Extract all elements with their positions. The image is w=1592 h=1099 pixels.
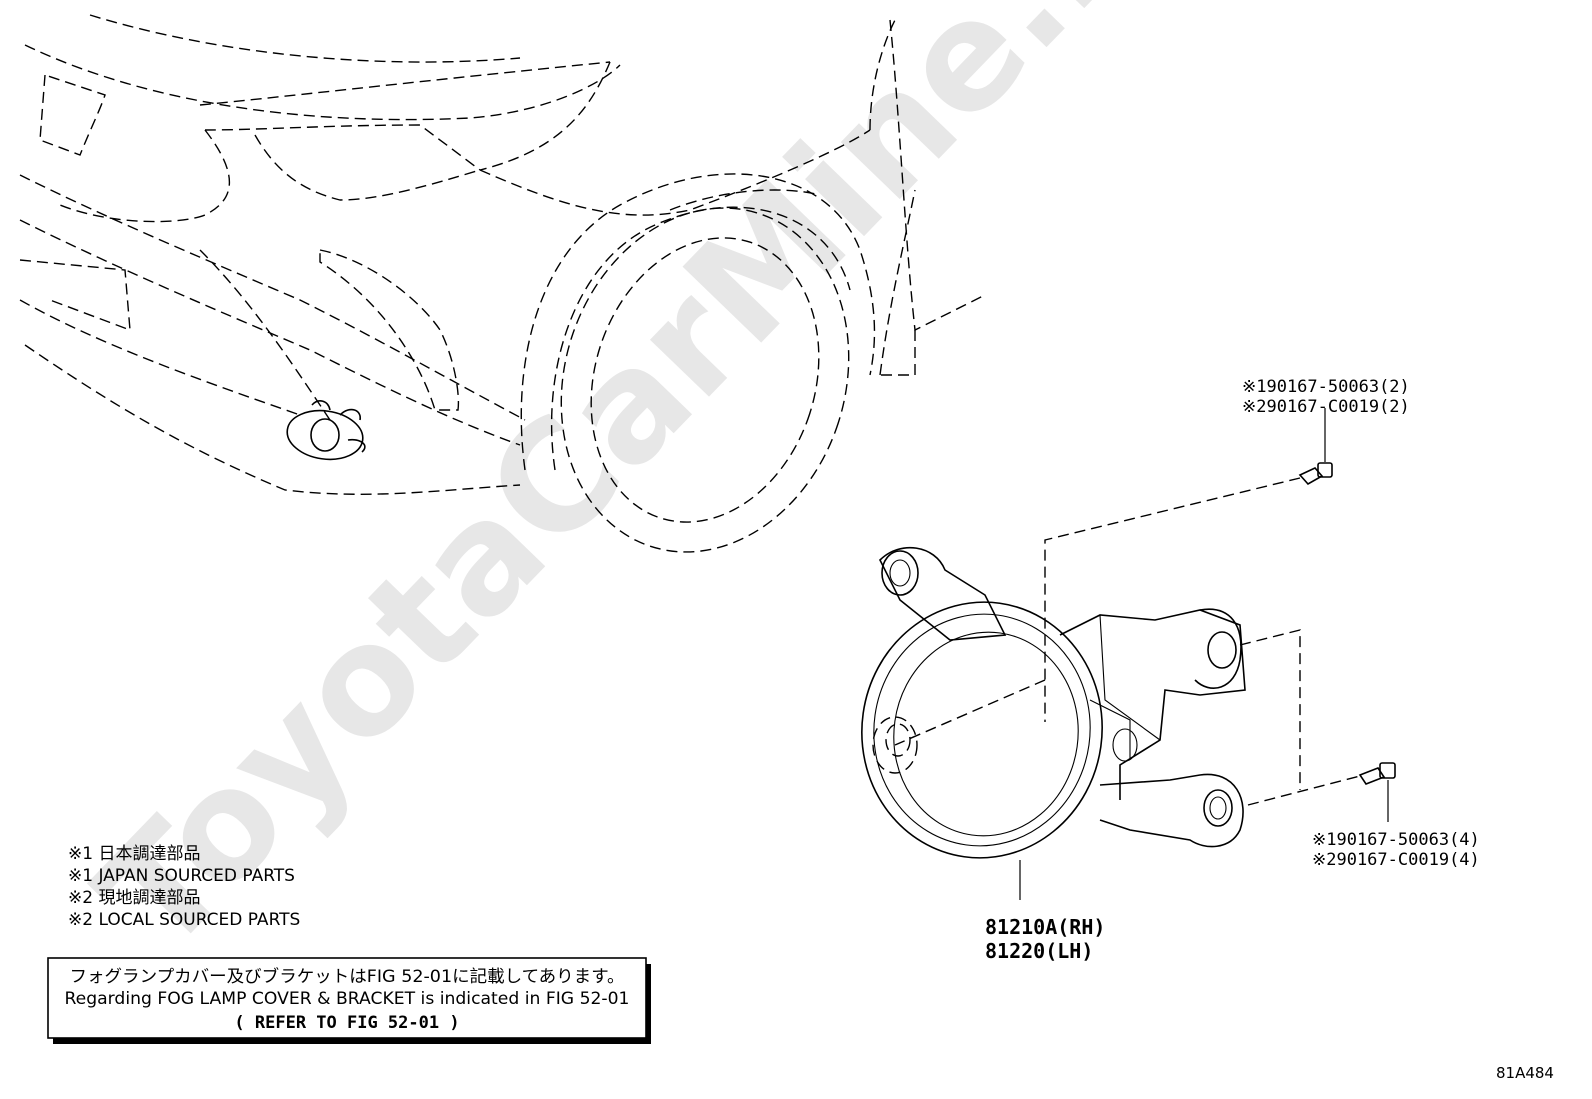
sourcing-legend: ※1 日本調達部品 ※1 JAPAN SOURCED PARTS ※2 現地調達… <box>68 844 300 930</box>
legend-line-4: ※2 LOCAL SOURCED PARTS <box>68 910 300 930</box>
label-bolt-top-japan: ※190167-50063(2) <box>1242 377 1410 397</box>
label-bolt-top-local: ※290167-C0019(2) <box>1242 397 1410 417</box>
bolt-top <box>1298 462 1333 486</box>
watermark-text: ToyotaCarMine.ru <box>66 0 1227 985</box>
note-line-japanese: フォグランプカバー及びブラケットはFIG 52-01に記載してあります。 <box>70 966 625 987</box>
note-refer-line: ( REFER TO FIG 52-01 ) <box>234 1013 459 1033</box>
reference-note-box: フォグランプカバー及びブラケットはFIG 52-01に記載してあります。 Reg… <box>47 957 651 1044</box>
label-fog-lamp-rh: 81210A(RH) <box>985 915 1105 939</box>
label-bolt-bottom-japan: ※190167-50063(4) <box>1312 830 1480 850</box>
assembly-lines <box>894 408 1389 900</box>
legend-line-3: ※2 現地調達部品 <box>68 888 200 908</box>
label-bolt-bottom-local: ※290167-C0019(4) <box>1312 850 1480 870</box>
bolt-bottom <box>1358 762 1396 785</box>
car-front-outline <box>19 14 986 553</box>
note-line-english: Regarding FOG LAMP COVER & BRACKET is in… <box>65 989 630 1009</box>
label-fog-lamp-lh: 81220(LH) <box>985 939 1093 963</box>
fog-lamp-assembly <box>861 546 1246 859</box>
legend-line-1: ※1 日本調達部品 <box>68 844 200 864</box>
legend-line-2: ※1 JAPAN SOURCED PARTS <box>68 866 295 886</box>
figure-id: 81A484 <box>1496 1064 1554 1082</box>
